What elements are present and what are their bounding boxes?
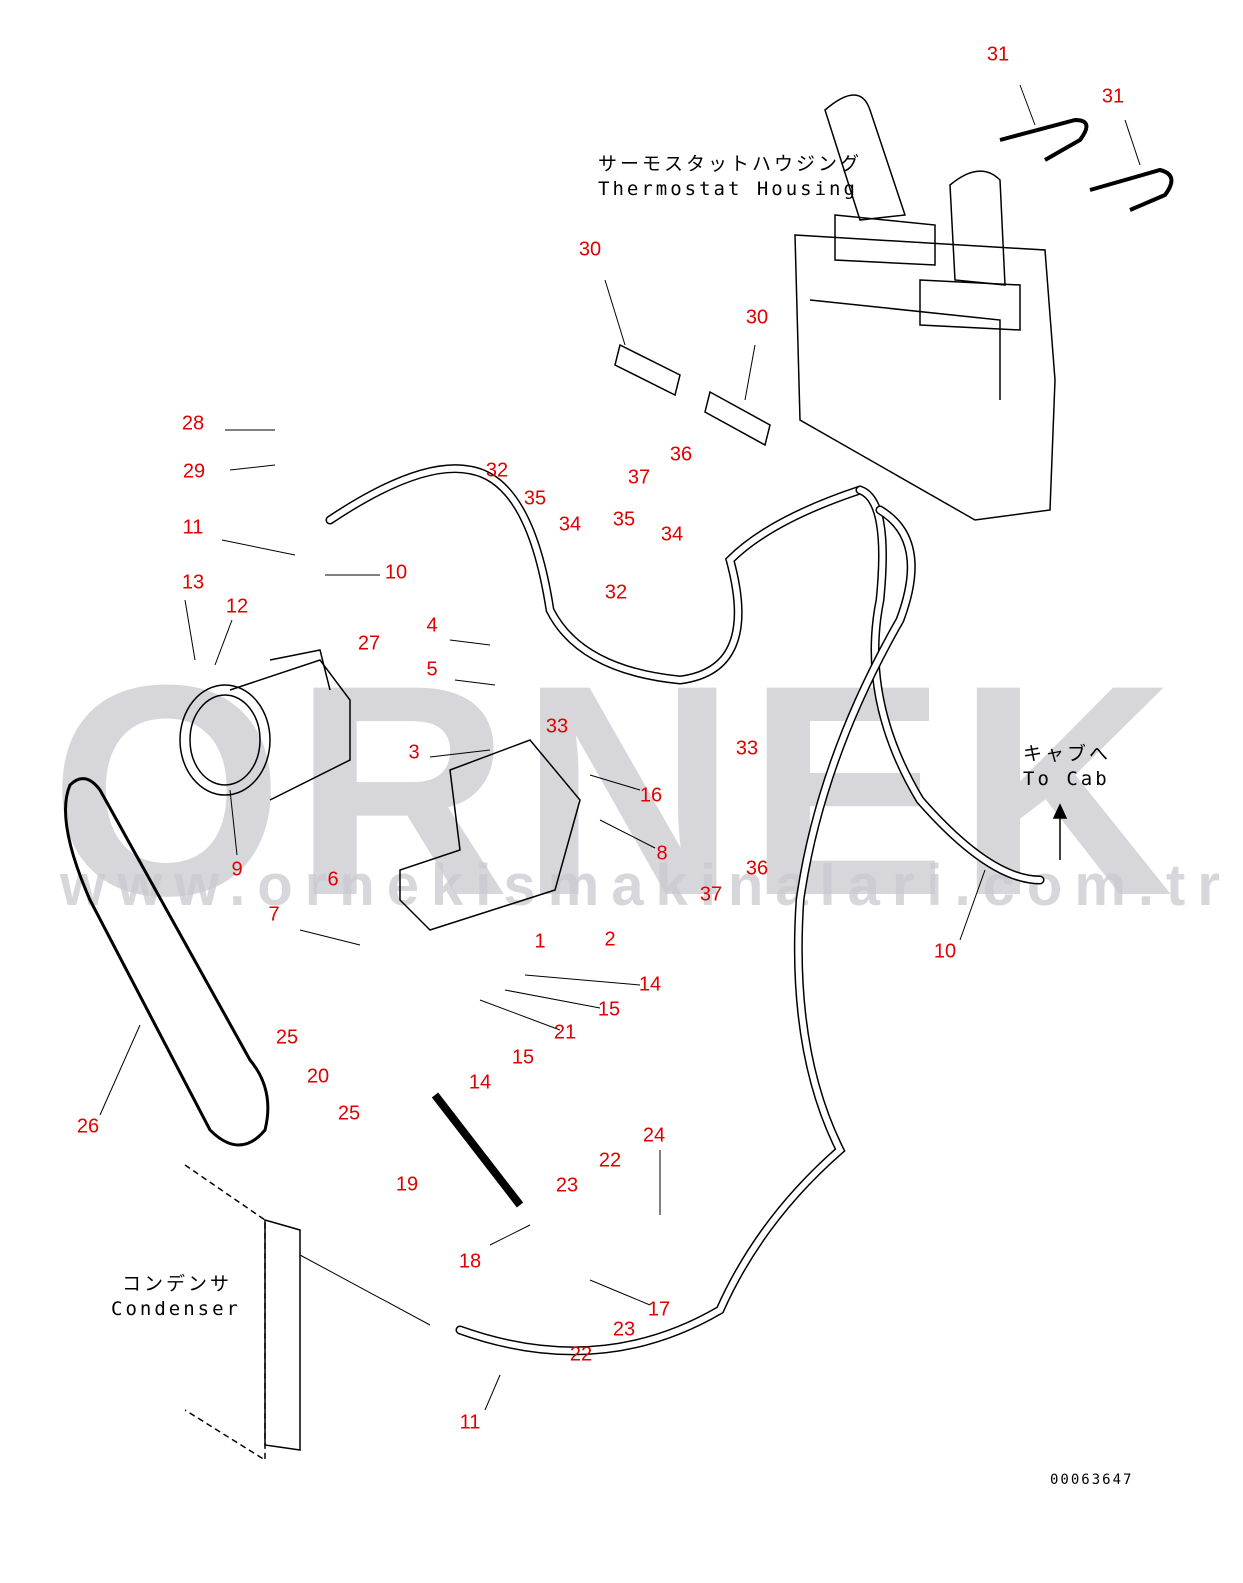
callout-25: 25 [275, 1026, 299, 1049]
condenser-drawing [184, 1164, 266, 1462]
callout-23: 23 [612, 1318, 636, 1341]
callout-20: 20 [306, 1065, 330, 1088]
belt-drawing [64, 777, 270, 1147]
bracket-drawing [399, 739, 581, 931]
plate [704, 390, 771, 447]
watermark-url: www.ornekismakinalari.com.tr [60, 853, 1232, 918]
thermostat-housing-label-en: Thermostat Housing [598, 178, 858, 200]
callout-27: 27 [357, 632, 381, 655]
u-pipe [1089, 167, 1174, 212]
callout-29: 29 [182, 460, 206, 483]
callout-36: 36 [669, 443, 693, 466]
callout-17: 17 [647, 1298, 671, 1321]
callout-24: 24 [642, 1124, 666, 1147]
callout-10: 10 [933, 940, 957, 963]
callout-37: 37 [699, 883, 723, 906]
callout-31: 31 [986, 43, 1010, 66]
callout-4: 4 [426, 614, 438, 637]
callout-22: 22 [569, 1343, 593, 1366]
hoses [325, 464, 1045, 1356]
callout-33: 33 [735, 737, 759, 760]
callout-22: 22 [598, 1149, 622, 1172]
callout-14: 14 [468, 1071, 492, 1094]
plate [614, 343, 681, 397]
callout-6: 6 [327, 868, 339, 891]
callout-13: 13 [181, 571, 205, 594]
callout-3: 3 [408, 741, 420, 764]
callout-28: 28 [181, 412, 205, 435]
rod-drawing [431, 1092, 524, 1208]
watermark-logo: ORNEK [50, 622, 1184, 958]
callout-14: 14 [638, 973, 662, 996]
callout-25: 25 [337, 1102, 361, 1125]
callout-2: 2 [604, 928, 616, 951]
condenser-label-en: Condenser [111, 1298, 241, 1320]
callout-16: 16 [639, 784, 663, 807]
callout-9: 9 [231, 858, 243, 881]
callout-10: 10 [384, 561, 408, 584]
drawing-code: 00063647 [1050, 1472, 1134, 1488]
callout-33: 33 [545, 715, 569, 738]
callout-11: 11 [459, 1411, 481, 1434]
callout-11: 11 [182, 516, 204, 539]
callout-5: 5 [426, 658, 438, 681]
condenser-label-jp: コンデンサ [122, 1273, 233, 1295]
callout-19: 19 [395, 1173, 419, 1196]
leader-lines [99, 84, 1141, 1411]
compressor-drawing [179, 649, 351, 801]
callout-36: 36 [745, 857, 769, 880]
thermostat-housing-label-jp: サーモスタットハウジング [598, 153, 863, 175]
callout-7: 7 [268, 903, 280, 926]
callout-1: 1 [534, 930, 546, 953]
callout-34: 34 [558, 513, 582, 536]
callout-32: 32 [604, 581, 628, 604]
callout-18: 18 [458, 1250, 482, 1273]
u-pipe [999, 117, 1089, 162]
callout-12: 12 [225, 595, 249, 618]
callout-21: 21 [553, 1021, 577, 1044]
callout-30: 30 [578, 238, 602, 261]
callout-35: 35 [523, 487, 547, 510]
callout-32: 32 [485, 459, 509, 482]
callout-15: 15 [597, 998, 621, 1021]
callout-23: 23 [555, 1174, 579, 1197]
callout-15: 15 [511, 1046, 535, 1069]
thermostat-housing-drawing [794, 94, 1056, 521]
callout-30: 30 [745, 306, 769, 329]
callout-8: 8 [656, 842, 668, 865]
callout-34: 34 [660, 523, 684, 546]
to-cab-label-en: To Cab [1023, 768, 1110, 790]
condenser-side-drawing [264, 1219, 301, 1451]
callout-37: 37 [627, 466, 651, 489]
callout-26: 26 [76, 1115, 100, 1138]
callout-35: 35 [612, 508, 636, 531]
callout-31: 31 [1101, 85, 1125, 108]
to-cab-label-jp: キャブへ [1023, 743, 1112, 765]
